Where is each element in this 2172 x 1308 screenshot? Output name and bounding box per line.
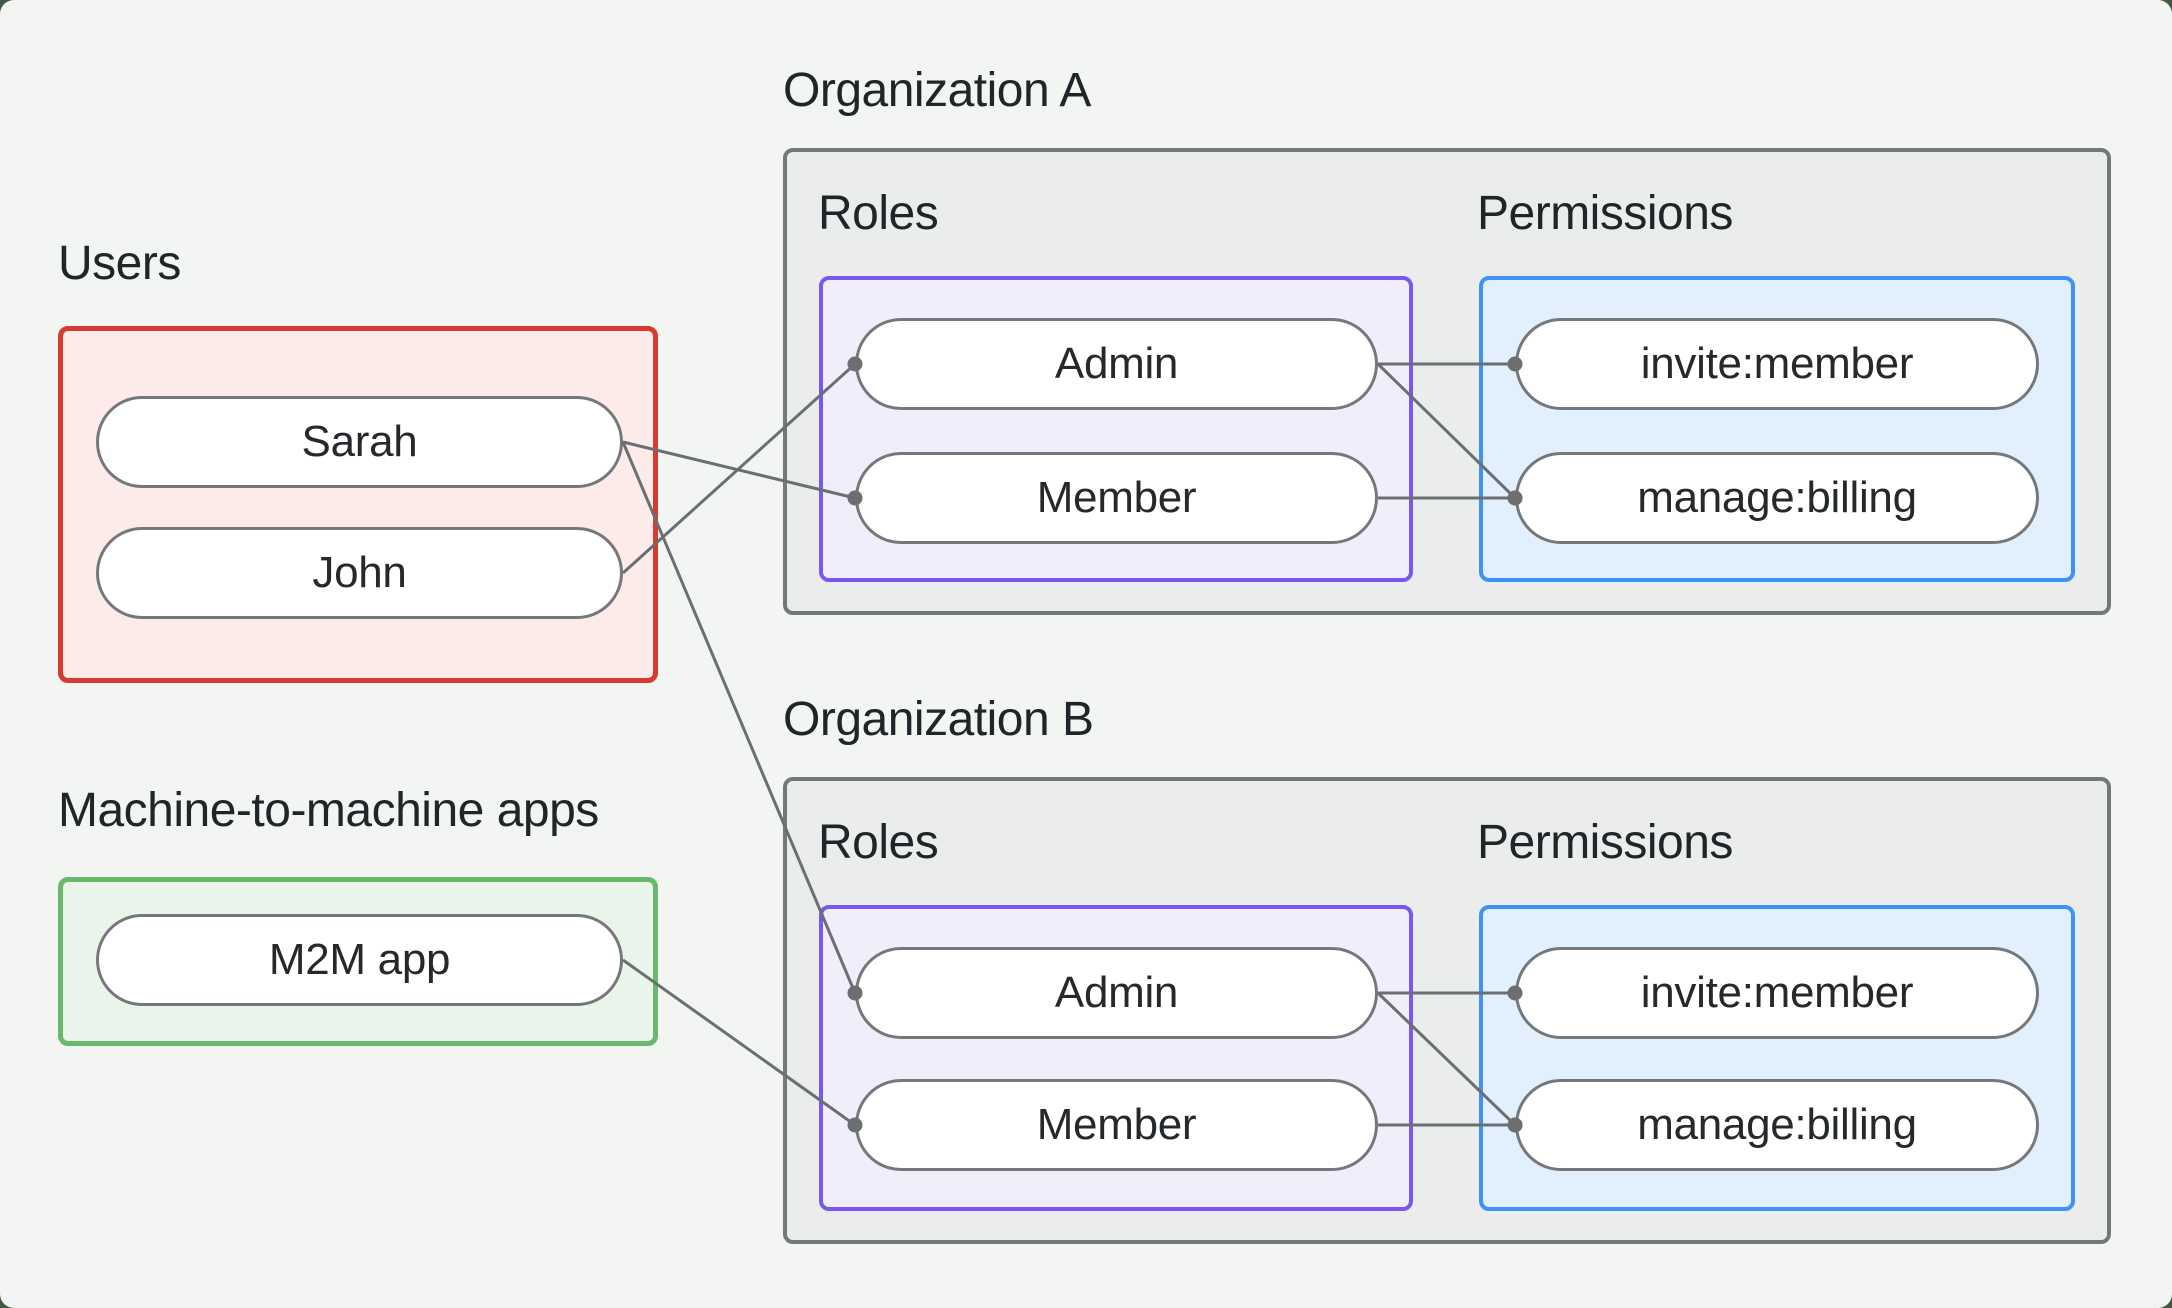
org-a-perm-manage-label: manage:billing	[1637, 473, 1917, 522]
org-a-role-member-label: Member	[1036, 473, 1197, 522]
users-group-box	[58, 326, 658, 683]
org-a-role-admin-label: Admin	[1054, 339, 1179, 388]
org-b-perm-manage-label: manage:billing	[1637, 1100, 1917, 1149]
org-a-perm-invite-label: invite:member	[1640, 339, 1914, 388]
org-a-role-member: Member	[855, 452, 1378, 544]
org-b-title: Organization B	[783, 693, 1094, 746]
org-b-role-member: Member	[855, 1079, 1378, 1171]
org-b-role-member-label: Member	[1036, 1100, 1197, 1149]
org-b-permissions-label: Permissions	[1477, 816, 1733, 869]
org-a-role-admin: Admin	[855, 318, 1378, 410]
m2m-node-app-label: M2M app	[268, 935, 451, 984]
org-b-role-admin: Admin	[855, 947, 1378, 1039]
org-b-perm-invite: invite:member	[1515, 947, 2039, 1039]
org-a-permissions-label: Permissions	[1477, 187, 1733, 240]
org-a-perm-invite: invite:member	[1515, 318, 2039, 410]
user-node-john-label: John	[312, 548, 407, 597]
org-a-title: Organization A	[783, 64, 1091, 117]
org-a-perm-manage: manage:billing	[1515, 452, 2039, 544]
user-node-sarah: Sarah	[96, 396, 623, 488]
org-b-perm-manage: manage:billing	[1515, 1079, 2039, 1171]
org-b-role-admin-label: Admin	[1054, 968, 1179, 1017]
users-group-title: Users	[58, 237, 181, 290]
org-a-roles-label: Roles	[818, 187, 939, 240]
m2m-group-title: Machine-to-machine apps	[58, 784, 599, 837]
user-node-sarah-label: Sarah	[301, 417, 418, 466]
m2m-node-app: M2M app	[96, 914, 623, 1006]
org-b-perm-invite-label: invite:member	[1640, 968, 1914, 1017]
user-node-john: John	[96, 527, 623, 619]
org-b-roles-label: Roles	[818, 816, 939, 869]
